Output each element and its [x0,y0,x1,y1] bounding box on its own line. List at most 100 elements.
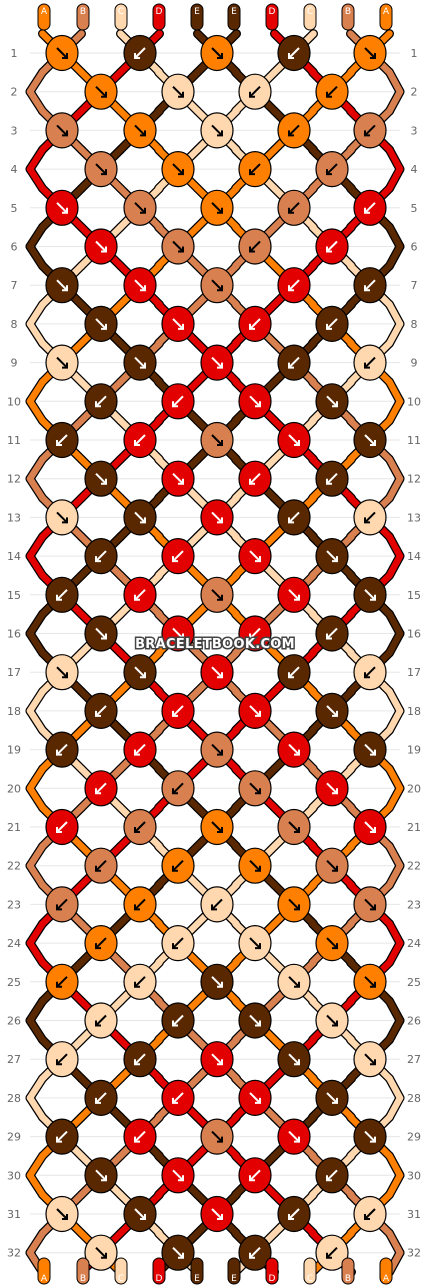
knot-arrowhead [134,827,140,833]
strand [26,223,46,250]
knot-arrow [95,782,107,795]
knot-arrowhead [332,1020,338,1027]
knot-arrow [288,124,300,137]
knot-arrow [56,1053,68,1065]
row-number-right: 17 [407,666,421,679]
knot-arrow [211,356,223,369]
bottom-string-label: E [231,1274,237,1284]
row-number-left: 11 [7,434,21,447]
top-string-label: C [307,7,313,17]
knot-arrowhead [364,130,370,137]
row-number-right: 28 [407,1092,421,1105]
row-number-left: 31 [7,1208,21,1221]
knot-arrow [249,550,261,562]
knot-arrow [326,472,338,485]
knot-arrow [364,666,376,678]
knot-arrow [326,395,338,408]
knot-arrow [364,821,376,833]
knot-arrowhead [101,1175,107,1182]
knot-arrow [326,1169,338,1182]
knot-arrow [288,356,300,369]
knot-arrowhead [217,362,223,369]
knot-arrowhead [288,53,294,59]
top-string-label: D [269,7,276,17]
knot-arrow [56,898,68,911]
knot-arrow [172,550,184,562]
row-number-right: 29 [407,1131,421,1144]
knot-arrow [95,859,107,872]
strand [26,1152,46,1179]
knot-arrow [326,240,338,253]
top-string-end [114,3,128,31]
row-number-right: 1 [411,47,418,60]
knot-arrowhead [370,1136,376,1143]
strand [26,88,46,115]
strand [386,1172,404,1198]
knot-arrowhead [332,788,338,795]
row-number-left: 4 [11,163,18,176]
knot-arrowhead [217,53,223,59]
knot-arrow [56,124,68,137]
knot-arrow [56,666,68,678]
knot-arrowhead [249,246,255,253]
knot-arrowhead [134,904,140,911]
row-number-left: 27 [7,1053,21,1066]
row-number-right: 6 [411,241,418,254]
knot-arrowhead [140,672,146,679]
knot-arrow [364,124,376,137]
knot-arrow [288,1208,300,1220]
knot-arrowhead [249,169,255,176]
knot-arrowhead [211,904,217,911]
strand [26,301,46,328]
knot-arrowhead [56,440,62,446]
knot-arrow [364,356,376,369]
strand [386,939,404,966]
knot-arrow [211,1130,223,1143]
knot-arrowhead [140,285,146,292]
knot-arrowhead [332,401,338,408]
knot-arrow [56,356,68,369]
knot-arrow [172,937,184,949]
knot-arrow [288,743,300,756]
strand [26,243,46,270]
knot-arrowhead [56,1136,62,1143]
row-number-right: 15 [407,589,421,602]
knot-arrow [134,821,146,833]
bottom-string-label: B [80,1274,86,1284]
bottom-string-end [341,1257,355,1285]
row-number-left: 19 [7,744,21,757]
knot-arrowhead [255,710,261,717]
knot-arrowhead [56,904,62,911]
knot-arrow [211,1208,223,1220]
knot-arrowhead [101,246,107,253]
knot-arrow [134,202,146,214]
knot-arrowhead [62,517,68,524]
strand [386,456,404,482]
knot-arrowhead [326,1175,332,1182]
knot-arrowhead [332,710,338,717]
strand [26,1017,46,1044]
strand [386,1075,404,1102]
knot-arrowhead [370,53,376,59]
bottom-string-end [227,1257,241,1285]
knot-arrow [326,550,338,562]
strand [386,785,404,811]
knot-arrow [172,318,184,330]
row-number-left: 3 [11,124,18,137]
knot-arrowhead [370,594,376,601]
strand [26,378,46,405]
knot-arrowhead [370,440,376,446]
knot-arrow [249,627,261,640]
bottom-string-label: C [118,1274,124,1284]
knot-arrow [364,47,376,59]
knot-arrow [288,434,300,446]
knot-arrow [134,511,146,524]
strand [26,939,46,966]
knot-arrow [211,279,223,291]
strand [386,533,404,560]
knot-arrow [211,589,223,601]
strand [26,1075,46,1102]
strand [26,997,46,1024]
knot-arrowhead [326,91,332,98]
knot-arrow [288,1130,300,1143]
